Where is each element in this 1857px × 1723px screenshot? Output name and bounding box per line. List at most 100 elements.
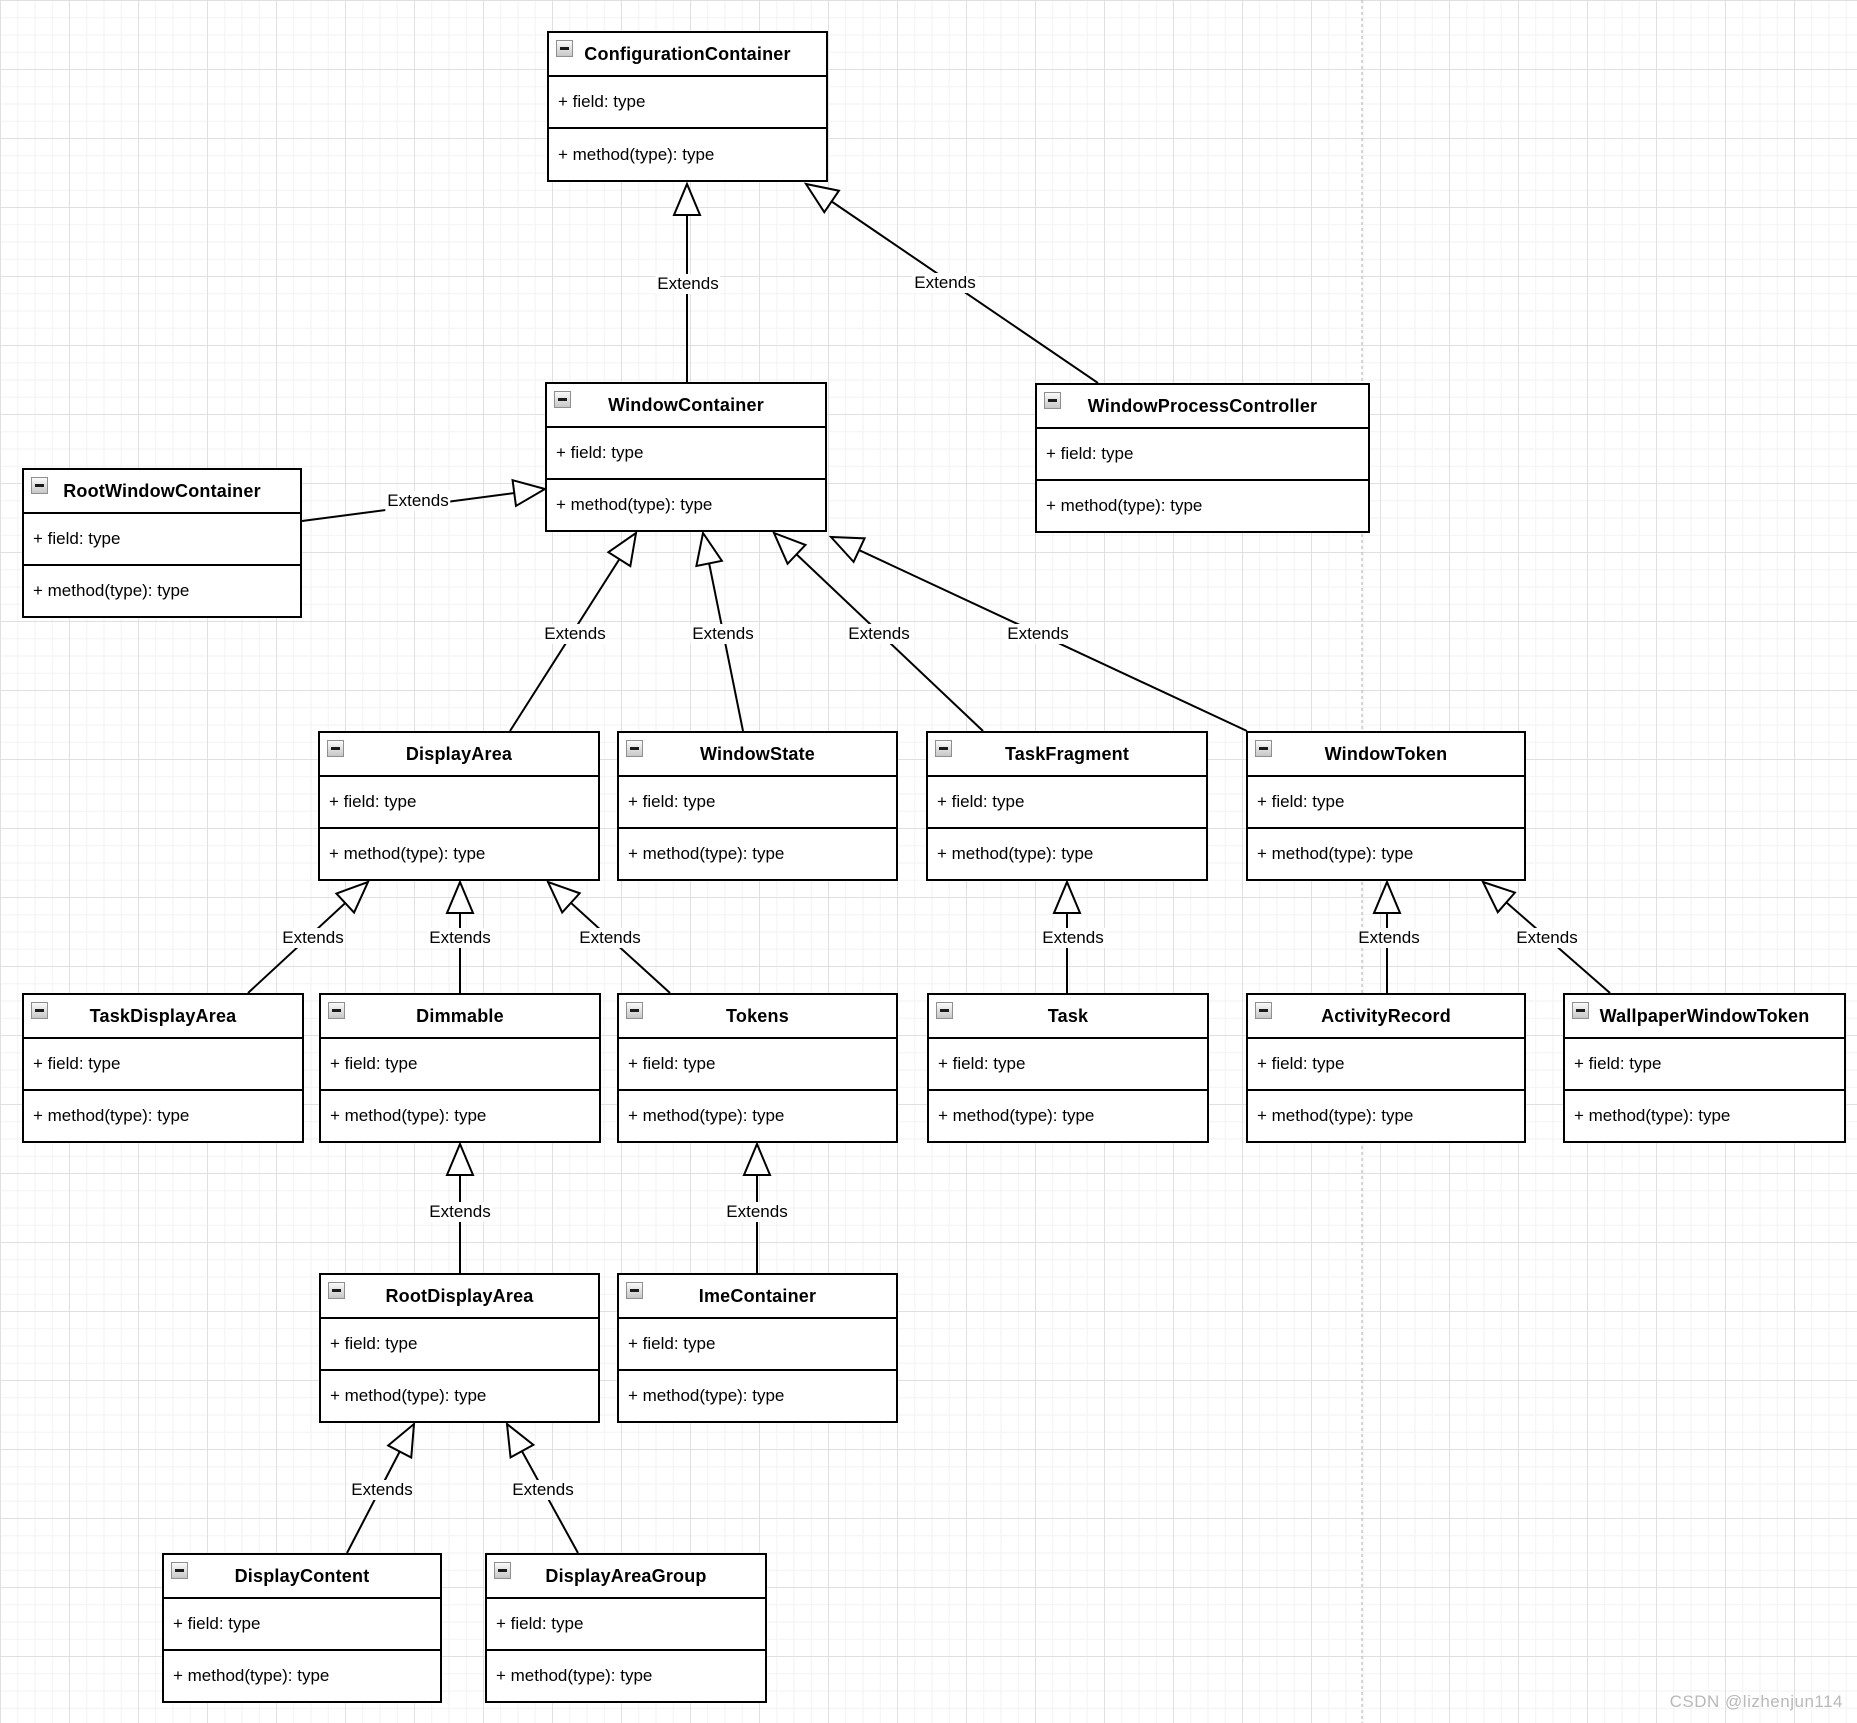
class-name: ConfigurationContainer xyxy=(584,43,791,64)
extends-label: Extends xyxy=(912,273,978,293)
extends-label: Extends xyxy=(1040,928,1106,948)
class-title-row: Tokens xyxy=(619,995,896,1037)
extends-label: Extends xyxy=(1356,928,1422,948)
class-title-row: WindowContainer xyxy=(547,384,825,426)
class-DisplayArea[interactable]: DisplayArea + field: type + method(type)… xyxy=(318,731,600,881)
class-name: Task xyxy=(1047,1005,1089,1026)
extends-label: Extends xyxy=(427,928,493,948)
collapse-icon[interactable] xyxy=(171,1562,188,1579)
class-name: WindowToken xyxy=(1324,743,1448,764)
class-title-row: DisplayArea xyxy=(320,733,598,775)
extends-label: Extends xyxy=(542,624,608,644)
collapse-icon[interactable] xyxy=(935,740,952,757)
class-name: ActivityRecord xyxy=(1321,1005,1451,1026)
class-name: TaskDisplayArea xyxy=(89,1005,237,1026)
class-name: TaskFragment xyxy=(1004,743,1130,764)
class-title-row: WallpaperWindowToken xyxy=(1565,995,1844,1037)
class-WindowToken[interactable]: WindowToken + field: type + method(type)… xyxy=(1246,731,1526,881)
class-method-row: + method(type): type xyxy=(1248,1089,1524,1141)
collapse-icon[interactable] xyxy=(1255,1002,1272,1019)
extends-label: Extends xyxy=(655,274,721,294)
collapse-icon[interactable] xyxy=(554,391,571,408)
collapse-icon[interactable] xyxy=(626,740,643,757)
class-method-row: + method(type): type xyxy=(24,1089,302,1141)
class-name: WindowState xyxy=(699,743,816,764)
extends-label: Extends xyxy=(385,491,451,511)
class-method-row: + method(type): type xyxy=(928,827,1206,879)
class-field-row: + field: type xyxy=(619,1317,896,1369)
class-name: RootDisplayArea xyxy=(385,1285,534,1306)
class-method-row: + method(type): type xyxy=(24,564,300,616)
class-method-row: + method(type): type xyxy=(547,478,825,530)
class-title-row: DisplayContent xyxy=(164,1555,440,1597)
extends-label: Extends xyxy=(280,928,346,948)
collapse-icon[interactable] xyxy=(494,1562,511,1579)
collapse-icon[interactable] xyxy=(31,1002,48,1019)
class-field-row: + field: type xyxy=(549,75,826,127)
class-title-row: RootWindowContainer xyxy=(24,470,300,512)
class-field-row: + field: type xyxy=(24,1037,302,1089)
extends-label: Extends xyxy=(349,1480,415,1500)
class-title-row: RootDisplayArea xyxy=(321,1275,598,1317)
class-title-row: WindowProcessController xyxy=(1037,385,1368,427)
class-method-row: + method(type): type xyxy=(164,1649,440,1701)
collapse-icon[interactable] xyxy=(936,1002,953,1019)
class-Task[interactable]: Task + field: type + method(type): type xyxy=(927,993,1209,1143)
class-name: DisplayArea xyxy=(405,743,513,764)
class-WindowContainer[interactable]: WindowContainer + field: type + method(t… xyxy=(545,382,827,532)
collapse-icon[interactable] xyxy=(626,1282,643,1299)
class-title-row: ActivityRecord xyxy=(1248,995,1524,1037)
class-name: WindowProcessController xyxy=(1087,395,1318,416)
class-DisplayContent[interactable]: DisplayContent + field: type + method(ty… xyxy=(162,1553,442,1703)
class-name: WindowContainer xyxy=(608,394,764,415)
class-Tokens[interactable]: Tokens + field: type + method(type): typ… xyxy=(617,993,898,1143)
class-field-row: + field: type xyxy=(1037,427,1368,479)
class-title-row: Task xyxy=(929,995,1207,1037)
class-method-row: + method(type): type xyxy=(619,1089,896,1141)
class-ActivityRecord[interactable]: ActivityRecord + field: type + method(ty… xyxy=(1246,993,1526,1143)
class-RootDisplayArea[interactable]: RootDisplayArea + field: type + method(t… xyxy=(319,1273,600,1423)
collapse-icon[interactable] xyxy=(1255,740,1272,757)
class-method-row: + method(type): type xyxy=(487,1649,765,1701)
collapse-icon[interactable] xyxy=(327,740,344,757)
class-RootWindowContainer[interactable]: RootWindowContainer + field: type + meth… xyxy=(22,468,302,618)
class-name: ImeContainer xyxy=(698,1285,817,1306)
collapse-icon[interactable] xyxy=(556,40,573,57)
class-name: Tokens xyxy=(726,1005,789,1026)
watermark: CSDN @lizhenjun114 xyxy=(1669,1692,1843,1711)
class-field-row: + field: type xyxy=(320,775,598,827)
class-ConfigurationContainer[interactable]: ConfigurationContainer + field: type + m… xyxy=(547,31,828,182)
collapse-icon[interactable] xyxy=(328,1002,345,1019)
class-WallpaperWindowToken[interactable]: WallpaperWindowToken + field: type + met… xyxy=(1563,993,1846,1143)
class-Dimmable[interactable]: Dimmable + field: type + method(type): t… xyxy=(319,993,601,1143)
class-WindowProcessController[interactable]: WindowProcessController + field: type + … xyxy=(1035,383,1370,533)
class-method-row: + method(type): type xyxy=(320,827,598,879)
class-TaskFragment[interactable]: TaskFragment + field: type + method(type… xyxy=(926,731,1208,881)
collapse-icon[interactable] xyxy=(31,477,48,494)
collapse-icon[interactable] xyxy=(1044,392,1061,409)
collapse-icon[interactable] xyxy=(1572,1002,1589,1019)
class-field-row: + field: type xyxy=(619,1037,896,1089)
class-field-row: + field: type xyxy=(164,1597,440,1649)
class-WindowState[interactable]: WindowState + field: type + method(type)… xyxy=(617,731,898,881)
class-name: DisplayAreaGroup xyxy=(545,1565,707,1586)
extends-label: Extends xyxy=(690,624,756,644)
class-title-row: TaskDisplayArea xyxy=(24,995,302,1037)
class-method-row: + method(type): type xyxy=(1248,827,1524,879)
class-method-row: + method(type): type xyxy=(619,1369,896,1421)
class-field-row: + field: type xyxy=(929,1037,1207,1089)
collapse-icon[interactable] xyxy=(626,1002,643,1019)
class-DisplayAreaGroup[interactable]: DisplayAreaGroup + field: type + method(… xyxy=(485,1553,767,1703)
class-field-row: + field: type xyxy=(619,775,896,827)
class-method-row: + method(type): type xyxy=(1037,479,1368,531)
class-field-row: + field: type xyxy=(928,775,1206,827)
collapse-icon[interactable] xyxy=(328,1282,345,1299)
extends-label: Extends xyxy=(724,1202,790,1222)
class-field-row: + field: type xyxy=(321,1317,598,1369)
class-ImeContainer[interactable]: ImeContainer + field: type + method(type… xyxy=(617,1273,898,1423)
class-field-row: + field: type xyxy=(1565,1037,1844,1089)
class-TaskDisplayArea[interactable]: TaskDisplayArea + field: type + method(t… xyxy=(22,993,304,1143)
class-field-row: + field: type xyxy=(321,1037,599,1089)
extends-label: Extends xyxy=(510,1480,576,1500)
